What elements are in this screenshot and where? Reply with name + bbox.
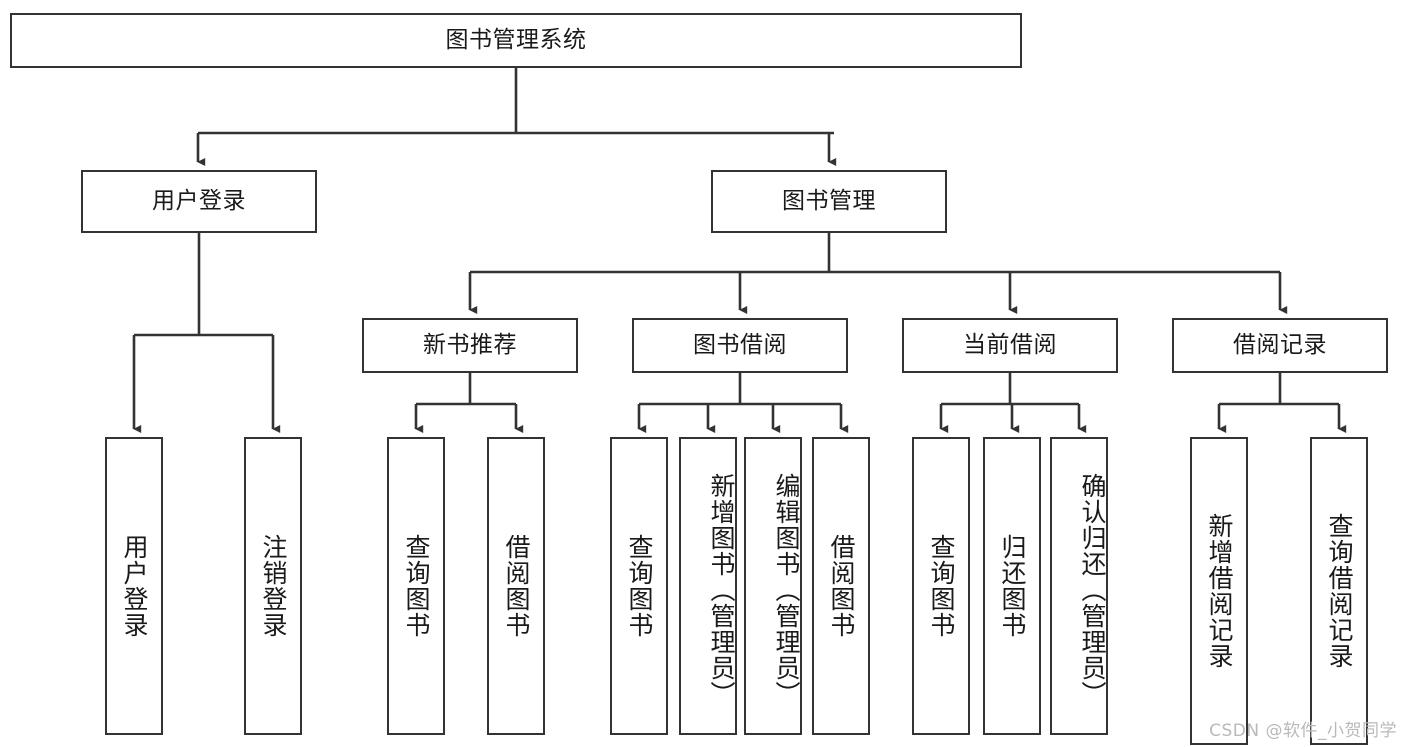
leaf-current-confirm-return-admin[interactable]: 确认归还（管理员） bbox=[1050, 437, 1108, 735]
node-new-book-recommend-label: 新书推荐 bbox=[423, 331, 517, 358]
leaf-current-query-books-label: 查询图书 bbox=[927, 534, 956, 638]
node-user-login-label: 用户登录 bbox=[152, 187, 246, 214]
node-book-management-label: 图书管理 bbox=[782, 187, 876, 214]
leaf-current-return-books-label: 归还图书 bbox=[998, 534, 1027, 638]
node-root-system[interactable]: 图书管理系统 bbox=[10, 13, 1022, 68]
node-book-management[interactable]: 图书管理 bbox=[711, 170, 947, 233]
leaf-borrow-add-book-admin[interactable]: 新增图书（管理员） bbox=[679, 437, 737, 735]
leaf-user-logout-label: 注销登录 bbox=[259, 534, 288, 638]
leaf-borrow-add-book-admin-label: 新增图书（管理员） bbox=[707, 473, 736, 707]
node-borrow-record-label: 借阅记录 bbox=[1233, 331, 1327, 358]
leaf-user-login[interactable]: 用户登录 bbox=[105, 437, 163, 735]
leaf-borrow-query-books[interactable]: 查询图书 bbox=[610, 437, 668, 735]
node-new-book-recommend[interactable]: 新书推荐 bbox=[362, 318, 578, 373]
leaf-record-query-borrow-record[interactable]: 查询借阅记录 bbox=[1310, 437, 1368, 745]
node-book-borrow-label: 图书借阅 bbox=[693, 331, 787, 358]
leaf-record-query-borrow-record-label: 查询借阅记录 bbox=[1325, 513, 1354, 669]
leaf-record-add-borrow-record[interactable]: 新增借阅记录 bbox=[1190, 437, 1248, 745]
leaf-current-return-books[interactable]: 归还图书 bbox=[983, 437, 1041, 735]
node-book-borrow[interactable]: 图书借阅 bbox=[632, 318, 848, 373]
node-current-borrow[interactable]: 当前借阅 bbox=[902, 318, 1118, 373]
node-current-borrow-label: 当前借阅 bbox=[963, 331, 1057, 358]
leaf-current-query-books[interactable]: 查询图书 bbox=[912, 437, 970, 735]
leaf-newbook-borrow-books-label: 借阅图书 bbox=[502, 534, 531, 638]
leaf-user-login-label: 用户登录 bbox=[120, 534, 149, 638]
node-borrow-record[interactable]: 借阅记录 bbox=[1172, 318, 1388, 373]
leaf-current-confirm-return-admin-label: 确认归还（管理员） bbox=[1078, 473, 1107, 707]
leaf-newbook-query-books[interactable]: 查询图书 bbox=[387, 437, 445, 735]
leaf-newbook-borrow-books[interactable]: 借阅图书 bbox=[487, 437, 545, 735]
node-root-label: 图书管理系统 bbox=[445, 26, 587, 53]
leaf-record-add-borrow-record-label: 新增借阅记录 bbox=[1205, 513, 1234, 669]
leaf-user-logout[interactable]: 注销登录 bbox=[244, 437, 302, 735]
leaf-borrow-borrow-books[interactable]: 借阅图书 bbox=[812, 437, 870, 735]
leaf-borrow-borrow-books-label: 借阅图书 bbox=[827, 534, 856, 638]
leaf-newbook-query-books-label: 查询图书 bbox=[402, 534, 431, 638]
leaf-borrow-edit-book-admin-label: 编辑图书（管理员） bbox=[772, 473, 801, 707]
leaf-borrow-query-books-label: 查询图书 bbox=[625, 534, 654, 638]
leaf-borrow-edit-book-admin[interactable]: 编辑图书（管理员） bbox=[744, 437, 802, 735]
node-user-login[interactable]: 用户登录 bbox=[81, 170, 317, 233]
